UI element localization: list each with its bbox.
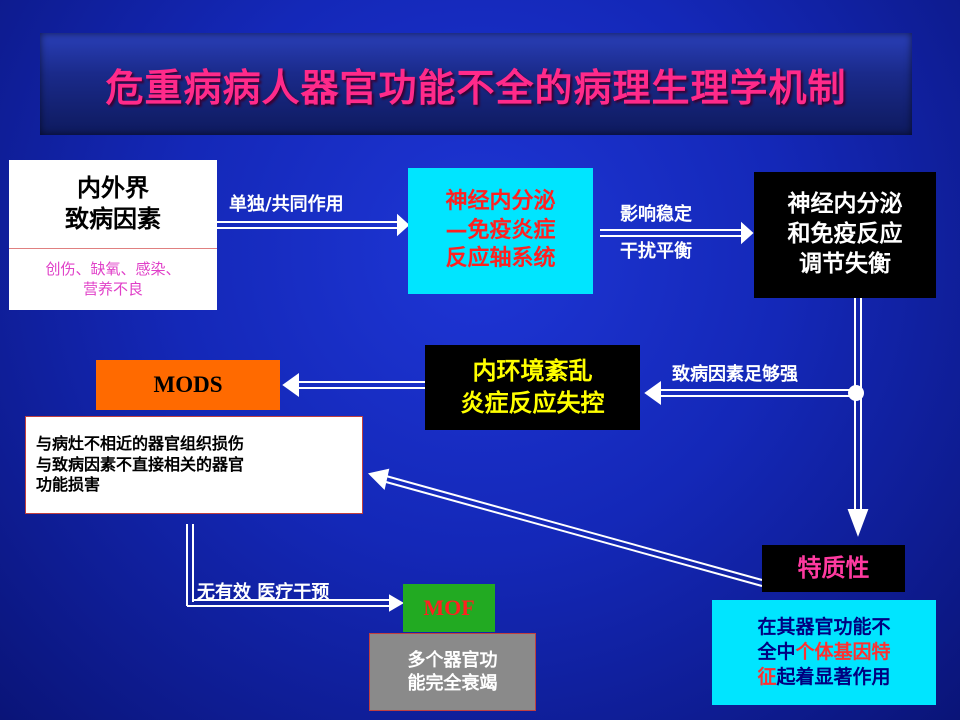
- external-factors-line2: 致病因素: [65, 205, 161, 233]
- constitution-box: 特质性: [762, 545, 905, 592]
- title-bar: 危重病病人器官功能不全的病理生理学机制: [40, 33, 912, 135]
- label-strong-enough: 致病因素足够强: [672, 364, 798, 385]
- neuro-axis-box: 神经内分泌 —免疫炎症 反应轴系统: [408, 168, 593, 294]
- page-title: 危重病病人器官功能不全的病理生理学机制: [105, 65, 847, 110]
- factor-examples-box: 创伤、缺氧、感染、 营养不良: [9, 248, 217, 310]
- label-affect-stable: 影响稳定: [620, 204, 692, 225]
- inflammation-control-box: 内环境紊乱 炎症反应失控: [425, 345, 640, 430]
- mods-description-box: 与病灶不相近的器官组织损伤 与致病因素不直接相关的器官 功能损害: [25, 416, 363, 514]
- constitution-desc-part1: 在其器官功能不 全中: [757, 616, 891, 664]
- regulation-imbalance-box: 神经内分泌 和免疫反应 调节失衡: [754, 172, 936, 298]
- external-factors-box: 内外界 致病因素: [9, 160, 217, 248]
- branch-dot: [848, 385, 864, 401]
- constitution-desc-part2: 起着显著作用: [776, 665, 891, 688]
- arrow-constitution-to-mods: [385, 475, 763, 581]
- mof-box: MOF: [403, 584, 495, 632]
- external-factors-line1: 内外界: [77, 173, 149, 202]
- mof-description-box: 多个器官功 能完全衰竭: [369, 633, 536, 711]
- label-disturb-balance: 干扰平衡: [620, 241, 692, 262]
- constitution-desc-highlight: 个体基因特 征: [757, 641, 891, 688]
- label-alone-joint: 单独/共同作用: [229, 194, 344, 215]
- constitution-description-box: 在其器官功能不 全中个体基因特 征起着显著作用: [712, 600, 936, 705]
- label-no-treatment: 无有效 医疗干预: [197, 582, 330, 603]
- mods-box: MODS: [96, 360, 280, 410]
